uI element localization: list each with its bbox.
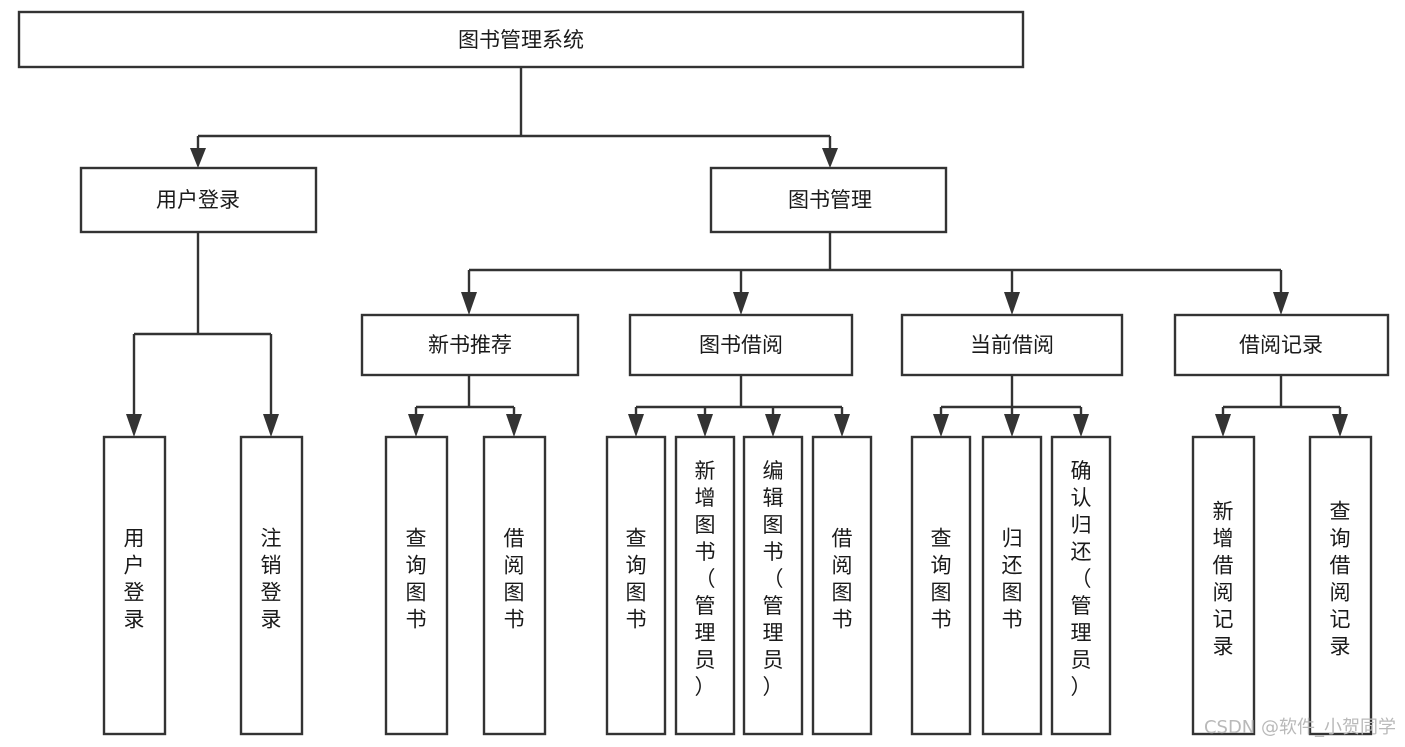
leaf-label: 借阅图书 xyxy=(832,527,853,632)
node-root[interactable]: 图书管理系统 xyxy=(17,10,1025,69)
leaf-rect[interactable] xyxy=(102,435,167,736)
leaf-rect[interactable] xyxy=(742,435,804,736)
leaf-label: 查询借阅记录 xyxy=(1330,500,1351,659)
arrow-head-book-mgmt xyxy=(822,148,838,168)
leaf-label: 新增图书（管理员） xyxy=(695,459,716,699)
node-new-book-recommend-rect[interactable] xyxy=(360,313,580,377)
leaf-bookborrow-add[interactable]: 新增图书（管理员） xyxy=(674,435,736,736)
node-book-borrow[interactable]: 图书借阅 xyxy=(628,313,854,377)
node-new-book-recommend[interactable]: 新书推荐 xyxy=(360,313,580,377)
node-current-borrow-rect[interactable] xyxy=(900,313,1124,377)
arrow-head-book-borrow xyxy=(733,292,749,315)
leaf-currentborrow-return[interactable]: 归还图书 xyxy=(981,435,1043,736)
leaf-borrowrecord-add[interactable]: 新增借阅记录 xyxy=(1191,435,1256,736)
node-borrow-record-label: 借阅记录 xyxy=(1239,333,1323,357)
arrow-head-currentborrow-leaf-3 xyxy=(1073,414,1089,437)
arrow-head-bookborrow-leaf-3 xyxy=(765,414,781,437)
node-root-label: 图书管理系统 xyxy=(458,28,584,52)
leaf-rect[interactable] xyxy=(1308,435,1373,736)
arrow-head-new-book xyxy=(461,292,477,315)
leaf-rect[interactable] xyxy=(981,435,1043,736)
leaf-label: 归还图书 xyxy=(1002,527,1023,632)
leaf-rect[interactable] xyxy=(1050,435,1112,736)
leaf-rect[interactable] xyxy=(239,435,304,736)
leaf-bookborrow-edit[interactable]: 编辑图书（管理员） xyxy=(742,435,804,736)
leaf-currentborrow-query[interactable]: 查询图书 xyxy=(910,435,972,736)
leaf-label: 用户登录 xyxy=(124,527,145,632)
node-current-borrow-label: 当前借阅 xyxy=(970,333,1054,357)
leaf-bookborrow-query[interactable]: 查询图书 xyxy=(605,435,667,736)
arrow-head-newbook-leaf-1 xyxy=(408,414,424,437)
leaf-label: 注销登录 xyxy=(261,527,282,632)
node-borrow-record[interactable]: 借阅记录 xyxy=(1173,313,1390,377)
node-book-management-rect[interactable] xyxy=(709,166,948,234)
leaf-bookborrow-borrow[interactable]: 借阅图书 xyxy=(811,435,873,736)
arrow-head-leaf-logout xyxy=(263,414,279,437)
arrow-head-current-borrow xyxy=(1004,292,1020,315)
leaf-label: 编辑图书（管理员） xyxy=(763,459,784,699)
node-current-borrow[interactable]: 当前借阅 xyxy=(900,313,1124,377)
leaf-label: 确认归还（管理员） xyxy=(1071,459,1092,699)
leaf-rect[interactable] xyxy=(811,435,873,736)
leaf-newbook-query[interactable]: 查询图书 xyxy=(384,435,449,736)
node-book-borrow-rect[interactable] xyxy=(628,313,854,377)
arrow-head-currentborrow-leaf-2 xyxy=(1004,414,1020,437)
leaf-user-login-logout[interactable]: 注销登录 xyxy=(239,435,304,736)
leaf-rect[interactable] xyxy=(605,435,667,736)
leaf-currentborrow-confirm[interactable]: 确认归还（管理员） xyxy=(1050,435,1112,736)
node-root-rect[interactable] xyxy=(17,10,1025,69)
leaf-rect[interactable] xyxy=(1191,435,1256,736)
arrow-head-borrowrecord-leaf-2 xyxy=(1332,414,1348,437)
watermark-text: CSDN @软件_小贺同学 xyxy=(1204,717,1396,738)
node-book-management-label: 图书管理 xyxy=(788,188,872,212)
arrow-head-bookborrow-leaf-4 xyxy=(834,414,850,437)
arrow-head-bookborrow-leaf-1 xyxy=(628,414,644,437)
leaf-rect[interactable] xyxy=(674,435,736,736)
arrow-head-leaf-user-login xyxy=(126,414,142,437)
arrow-head-newbook-leaf-2 xyxy=(506,414,522,437)
leaf-label: 查询图书 xyxy=(406,527,427,632)
node-borrow-record-rect[interactable] xyxy=(1173,313,1390,377)
leaf-label: 借阅图书 xyxy=(504,527,525,632)
leaf-rect[interactable] xyxy=(910,435,972,736)
arrow-head-borrow-record xyxy=(1273,292,1289,315)
leaf-label: 查询图书 xyxy=(931,527,952,632)
leaf-borrowrecord-query[interactable]: 查询借阅记录 xyxy=(1308,435,1373,736)
leaf-label: 新增借阅记录 xyxy=(1213,500,1234,659)
node-book-management[interactable]: 图书管理 xyxy=(709,166,948,234)
arrow-head-currentborrow-leaf-1 xyxy=(933,414,949,437)
node-new-book-recommend-label: 新书推荐 xyxy=(428,333,512,357)
node-book-borrow-label: 图书借阅 xyxy=(699,333,783,357)
connector-group xyxy=(126,67,1348,437)
node-user-login-rect[interactable] xyxy=(79,166,318,234)
node-user-login-label: 用户登录 xyxy=(156,188,240,212)
leaf-newbook-borrow[interactable]: 借阅图书 xyxy=(482,435,547,736)
leaf-user-login-login[interactable]: 用户登录 xyxy=(102,435,167,736)
leaf-rect[interactable] xyxy=(482,435,547,736)
arrow-head-bookborrow-leaf-2 xyxy=(697,414,713,437)
node-user-login[interactable]: 用户登录 xyxy=(79,166,318,234)
leaf-rect[interactable] xyxy=(384,435,449,736)
arrow-head-borrowrecord-leaf-1 xyxy=(1215,414,1231,437)
leaf-label: 查询图书 xyxy=(626,527,647,632)
arrow-head-user-login xyxy=(190,148,206,168)
